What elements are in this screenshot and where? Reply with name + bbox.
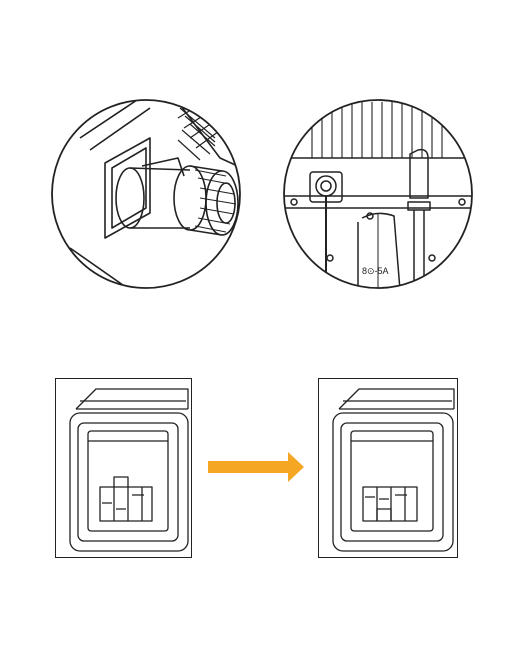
breaker-panel-after (318, 378, 458, 558)
connector-plug-illustration (50, 98, 242, 290)
transition-arrow (208, 452, 304, 482)
breaker-on-illustration (319, 379, 456, 556)
right-arrow-icon (208, 452, 304, 482)
breaker-off-illustration (56, 379, 190, 556)
breaker-panel-before (55, 378, 192, 558)
rear-panel-closeup: 8⊙-5A (282, 98, 474, 290)
rear-panel-illustration: 8⊙-5A (282, 98, 474, 290)
connector-closeup (50, 98, 242, 290)
rating-label: 8⊙-5A (362, 266, 389, 276)
